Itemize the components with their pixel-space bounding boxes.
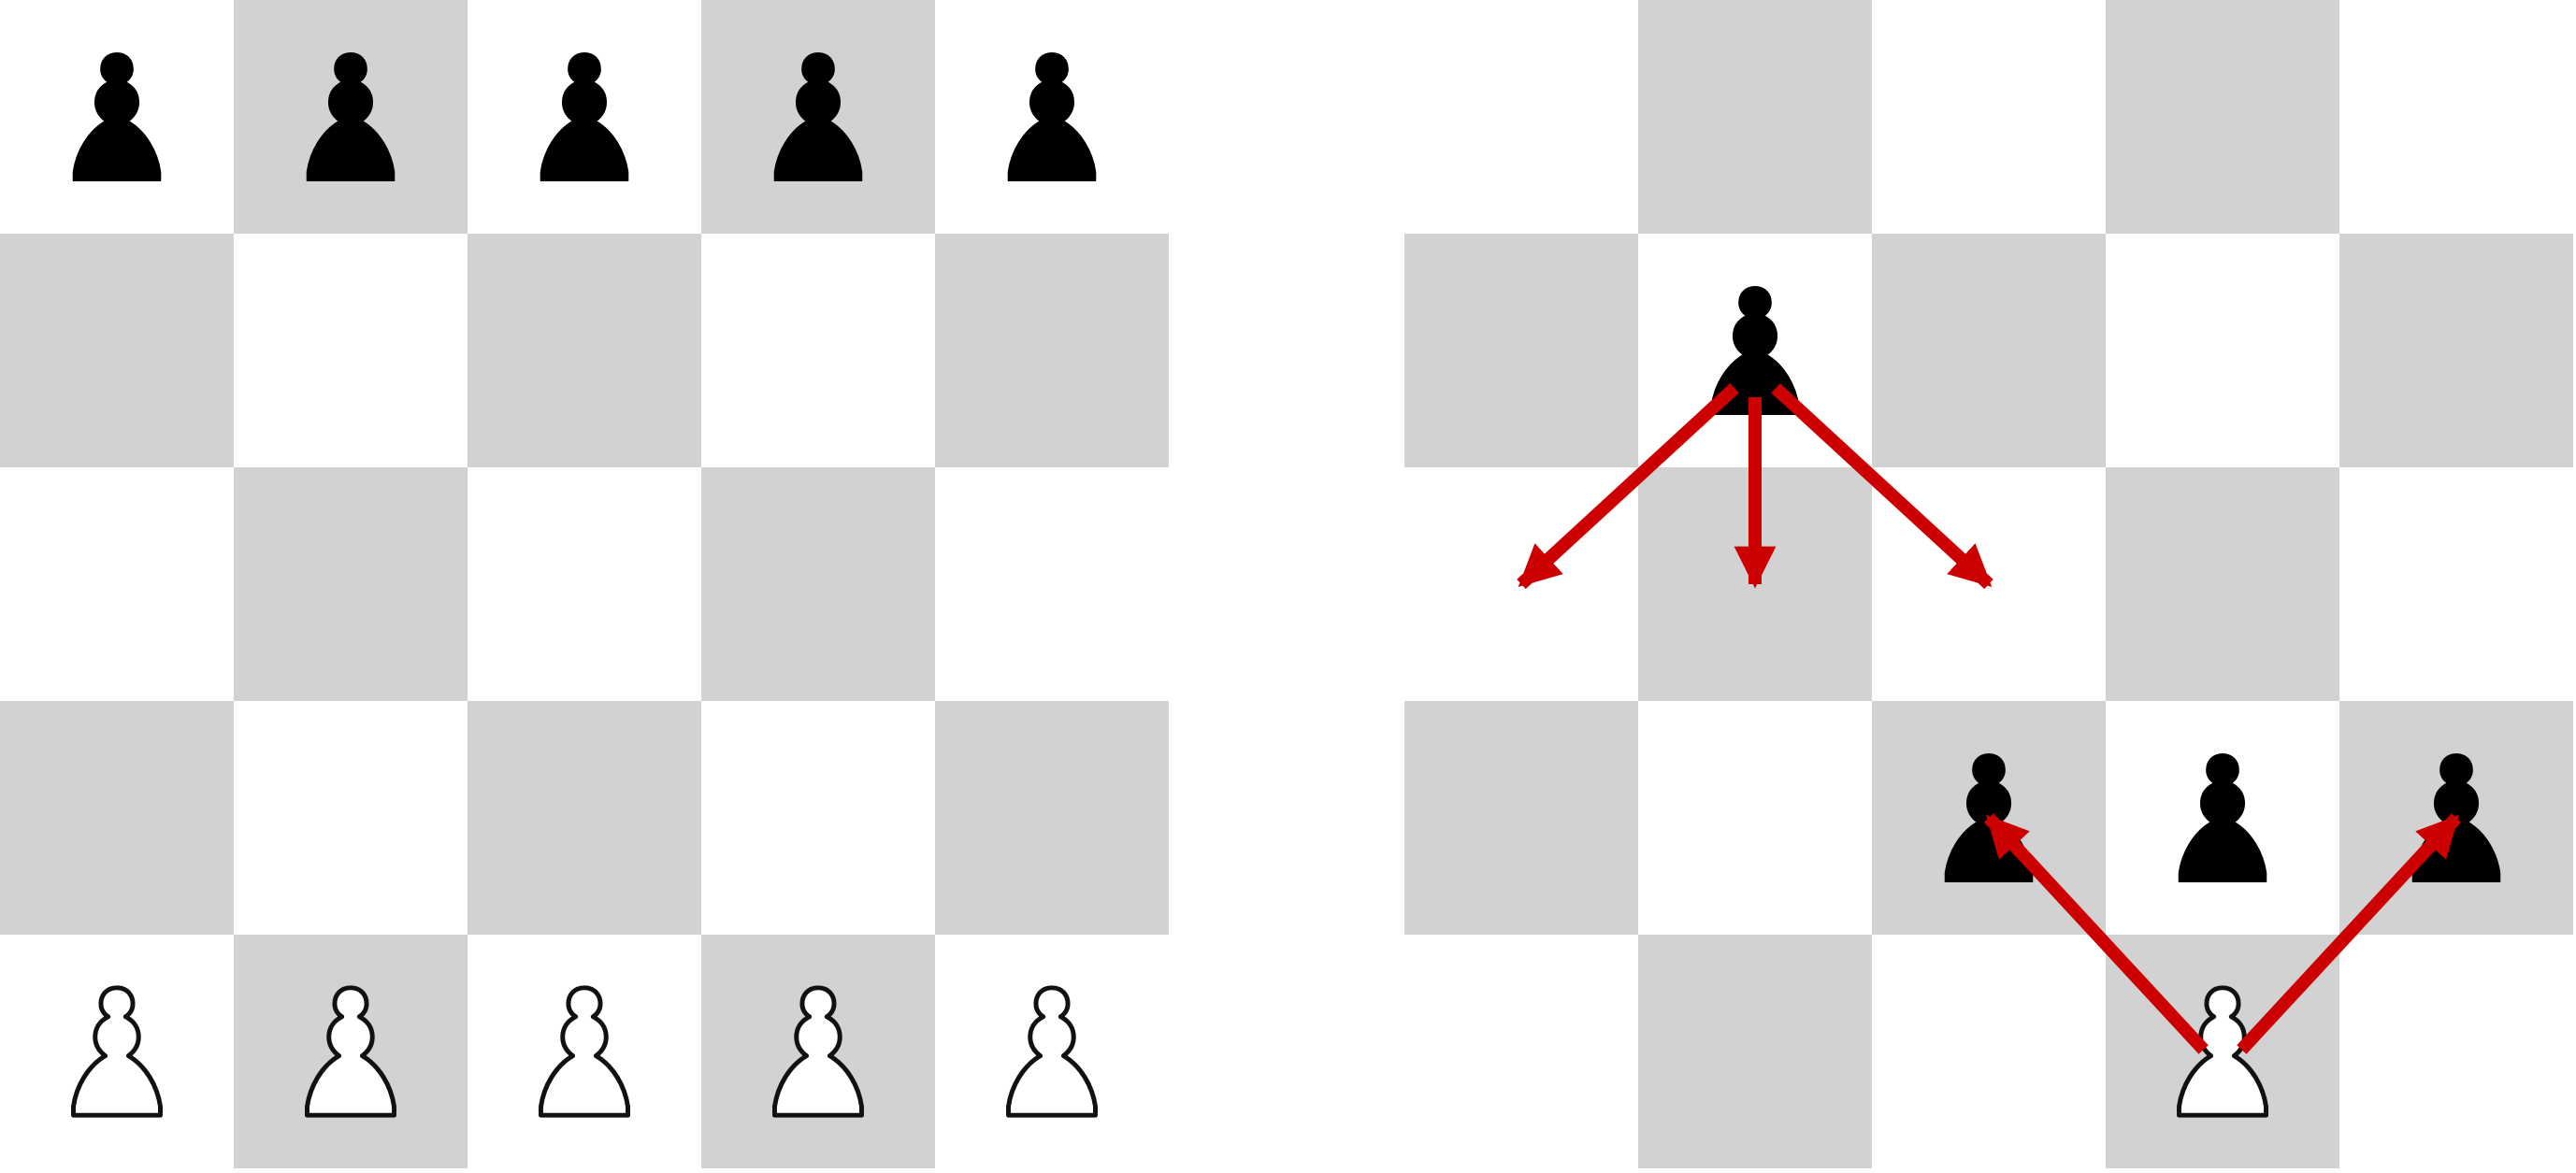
arrow-white-capture-left: [1983, 813, 2209, 1054]
square-0-2-3[interactable]: [468, 701, 701, 935]
square-1-0-1[interactable]: [1404, 234, 1638, 467]
black-pawn-icon[interactable]: [72, 52, 162, 181]
white-pawn-icon[interactable]: [2177, 985, 2268, 1118]
white-pawn-icon[interactable]: [305, 985, 396, 1118]
square-1-4-2[interactable]: [2339, 467, 2573, 701]
black-pawn-icon[interactable]: [773, 52, 863, 181]
square-1-0-4[interactable]: [1404, 935, 1638, 1168]
square-1-0-3[interactable]: [1404, 701, 1638, 935]
square-1-1-3[interactable]: [1638, 701, 1872, 935]
left-board: [0, 0, 1169, 1168]
white-pawn-icon[interactable]: [772, 985, 864, 1118]
square-0-0-2[interactable]: [0, 467, 234, 701]
white-pawn-icon[interactable]: [1006, 985, 1098, 1118]
square-1-2-1[interactable]: [1872, 234, 2106, 467]
arrow-black-diagonal-right: [1771, 383, 1993, 590]
square-0-4-2[interactable]: [935, 467, 1169, 701]
black-pawn-icon[interactable]: [1007, 52, 1097, 181]
black-pawn-icon[interactable]: [306, 52, 396, 181]
black-pawn-icon[interactable]: [2178, 753, 2267, 882]
square-1-4-1[interactable]: [2339, 234, 2573, 467]
square-1-2-0[interactable]: [1872, 0, 2106, 234]
square-0-0-1[interactable]: [0, 234, 234, 467]
arrow-white-capture-right: [2237, 813, 2462, 1054]
square-1-0-0[interactable]: [1404, 0, 1638, 234]
square-1-1-0[interactable]: [1638, 0, 1872, 234]
square-1-3-1[interactable]: [2106, 234, 2339, 467]
white-pawn-icon[interactable]: [71, 985, 163, 1118]
square-0-1-3[interactable]: [234, 701, 468, 935]
square-1-3-0[interactable]: [2106, 0, 2339, 234]
square-1-2-4[interactable]: [1872, 935, 2106, 1168]
square-0-1-2[interactable]: [234, 467, 468, 701]
square-0-1-1[interactable]: [234, 234, 468, 467]
square-0-2-1[interactable]: [468, 234, 701, 467]
right-board: [1404, 0, 2573, 1168]
arrow-black-diagonal-left: [1517, 383, 1739, 590]
square-0-2-2[interactable]: [468, 467, 701, 701]
square-1-4-0[interactable]: [2339, 0, 2573, 234]
square-0-4-3[interactable]: [935, 701, 1169, 935]
square-0-0-3[interactable]: [0, 701, 234, 935]
square-0-3-3[interactable]: [701, 701, 935, 935]
square-1-3-2[interactable]: [2106, 467, 2339, 701]
white-pawn-icon[interactable]: [539, 985, 630, 1118]
square-0-4-1[interactable]: [935, 234, 1169, 467]
square-1-4-4[interactable]: [2339, 935, 2573, 1168]
black-pawn-icon[interactable]: [540, 52, 629, 181]
square-1-1-4[interactable]: [1638, 935, 1872, 1168]
square-0-3-1[interactable]: [701, 234, 935, 467]
square-0-3-2[interactable]: [701, 467, 935, 701]
